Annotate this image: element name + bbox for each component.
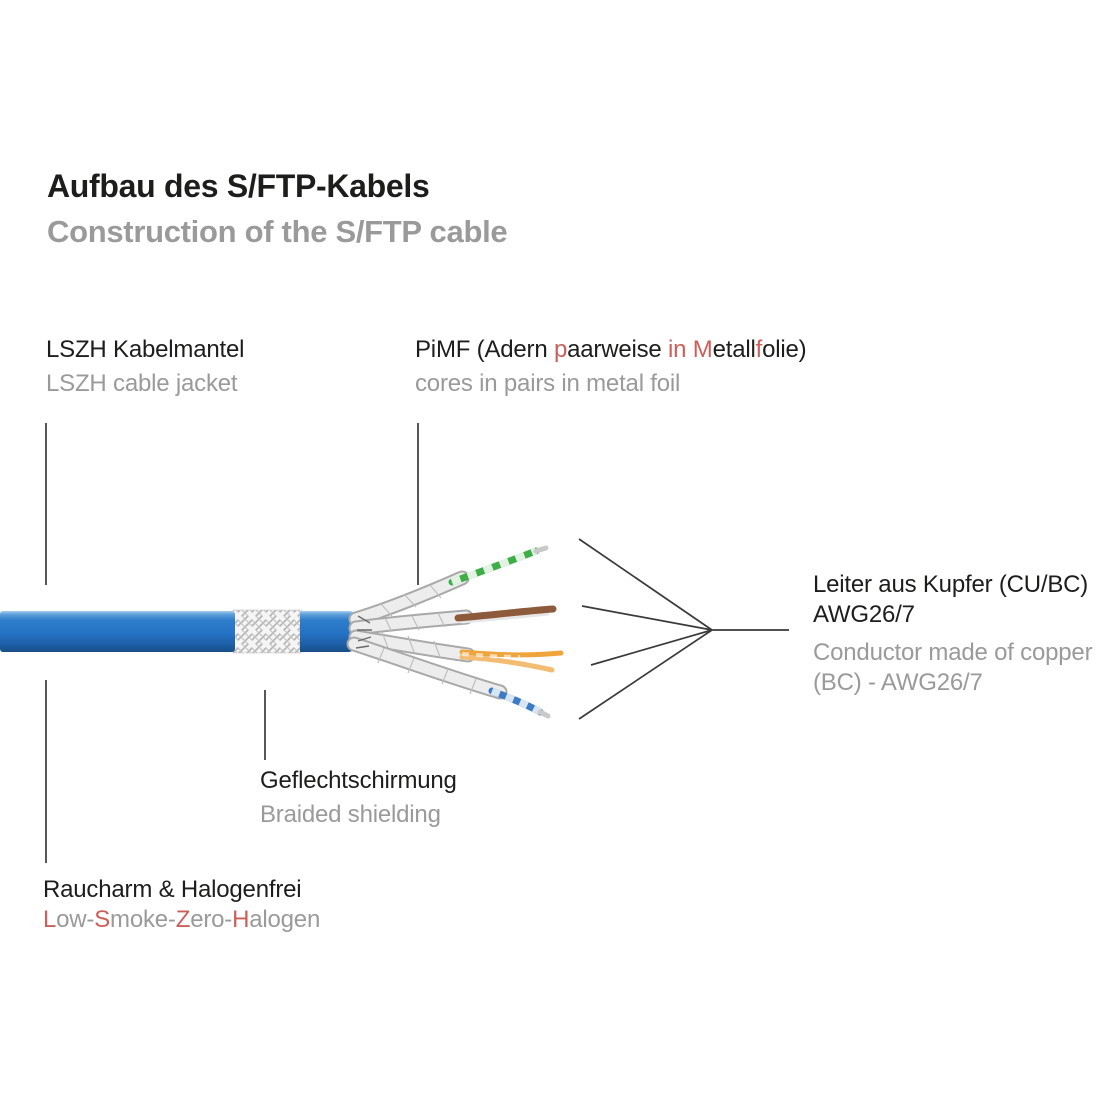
callout-conductor-en-line2: (BC) - AWG26/7 xyxy=(813,669,983,696)
callout-pimf-en: cores in pairs in metal foil xyxy=(415,370,681,397)
foil-crumple-shadows xyxy=(355,615,372,649)
callout-conductor-en-line1: Conductor made of copper xyxy=(813,639,1093,666)
callout-jacket-de: LSZH Kabelmantel xyxy=(46,336,245,363)
callout-pimf-de: PiMF (Adern paarweise in Metallfolie) xyxy=(415,336,807,363)
leader-conductor-fan xyxy=(578,538,789,720)
green-pair xyxy=(348,545,549,627)
callout-conductor-de: Leiter aus Kupfer (CU/BC) AWG26/7 xyxy=(813,570,1088,630)
braided-shielding xyxy=(232,609,303,654)
callout-conductor-en: Conductor made of copper (BC) - AWG26/7 xyxy=(813,638,1093,698)
callout-braid-en: Braided shielding xyxy=(260,801,441,828)
callout-conductor-de-line2: AWG26/7 xyxy=(813,601,915,628)
leader-lines xyxy=(45,423,789,863)
callout-jacket-en: LSZH cable jacket xyxy=(46,370,238,397)
callout-lszh-de: Raucharm & Halogenfrei xyxy=(43,876,302,903)
page-title-en: Construction of the S/FTP cable xyxy=(47,214,508,249)
page-title-de: Aufbau des S/FTP-Kabels xyxy=(47,168,430,204)
callout-braid-de: Geflechtschirmung xyxy=(260,767,457,794)
callout-conductor-de-line1: Leiter aus Kupfer (CU/BC) xyxy=(813,571,1089,598)
foil-pairs xyxy=(346,545,564,719)
orange-pair xyxy=(348,629,564,673)
blue-pair xyxy=(346,636,551,719)
brown-pair xyxy=(348,605,557,636)
cable-jacket xyxy=(0,611,360,652)
callout-lszh-en: Low-Smoke-Zero-Halogen xyxy=(43,906,321,933)
